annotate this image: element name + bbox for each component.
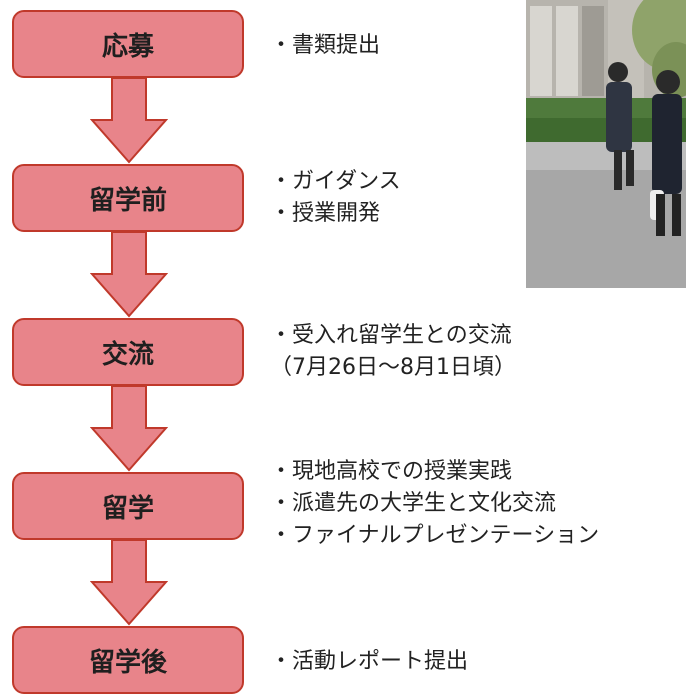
description-item: ・派遣先の大学生と文化交流 xyxy=(270,491,557,516)
stage-label: 交流 xyxy=(101,339,154,370)
stage-description-post-study-abroad: ・活動レポート提出 xyxy=(270,646,468,678)
description-item: ・ガイダンス xyxy=(270,169,401,194)
down-arrow-icon xyxy=(90,232,168,318)
description-item: ・活動レポート提出 xyxy=(270,649,469,674)
stage-box-study-abroad: 留学 xyxy=(12,472,244,540)
description-item: ・授業開発 xyxy=(270,201,381,226)
stage-label: 留学 xyxy=(101,493,154,524)
stage-label: 応募 xyxy=(101,31,154,62)
stage-box-post-study-abroad: 留学後 xyxy=(12,626,244,694)
stage-description-exchange: ・受入れ留学生との交流 （7月26日～8月1日頃） xyxy=(270,320,516,384)
stage-label: 留学前 xyxy=(88,185,167,216)
stage-label: 留学後 xyxy=(88,647,167,678)
down-arrow-icon xyxy=(90,78,168,164)
students-photo-illustration xyxy=(526,0,686,288)
stage-description-pre-study-abroad: ・ガイダンス ・授業開発 xyxy=(270,166,401,230)
stage-description-study-abroad: ・現地高校での授業実践 ・派遣先の大学生と文化交流 ・ファイナルプレゼンテーショ… xyxy=(270,456,599,552)
stage-box-exchange: 交流 xyxy=(12,318,244,386)
stage-description-application: ・書類提出 xyxy=(270,30,380,62)
description-item: ・書類提出 xyxy=(270,33,381,58)
description-item: ・ファイナルプレゼンテーション xyxy=(270,523,600,548)
down-arrow-icon xyxy=(90,386,168,472)
stage-box-pre-study-abroad: 留学前 xyxy=(12,164,244,232)
down-arrow-icon xyxy=(90,540,168,626)
description-item: ・受入れ留学生との交流 xyxy=(270,323,512,348)
description-item: ・現地高校での授業実践 xyxy=(270,459,513,484)
students-photo xyxy=(526,0,686,288)
description-item: （7月26日～8月1日頃） xyxy=(270,355,516,380)
stage-box-application: 応募 xyxy=(12,10,244,78)
